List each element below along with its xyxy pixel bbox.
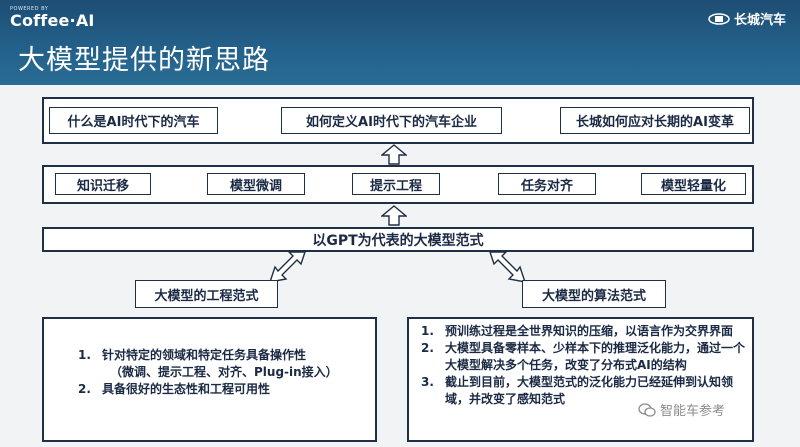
technique-alignment: 任务对齐 — [498, 173, 596, 195]
great-wall-logo: 长城汽车 — [708, 9, 786, 28]
technique-lightweight-model: 模型轻量化 — [641, 173, 746, 195]
up-arrow-icon — [381, 205, 407, 226]
coffee-ai-brand: Coffee·AI — [10, 11, 95, 30]
list-item: 1. 针对特定的领域和特定任务具备操作性 （微调、提示工程、对齐、Plug-in… — [78, 348, 338, 379]
diagonal-arrow-icon — [268, 251, 306, 283]
engineering-list: 1. 针对特定的领域和特定任务具备操作性 （微调、提示工程、对齐、Plug-in… — [78, 347, 368, 398]
algorithm-list: 1. 预训练过程是全世界知识的压缩，以语言作为交界界面 2. 大模型具备零样本、… — [421, 323, 747, 408]
company-logo-text: 长城汽车 — [733, 13, 786, 28]
algorithm-paradigm-title: 大模型的算法范式 — [522, 280, 666, 308]
up-arrow-icon — [381, 144, 407, 165]
powered-by-label: POWERED BY — [10, 6, 49, 12]
engineering-paradigm-panel: 1. 针对特定的领域和特定任务具备操作性 （微调、提示工程、对齐、Plug-in… — [42, 317, 377, 442]
question-box-ai-enterprise: 如何定义AI时代下的汽车企业 — [281, 107, 502, 134]
header-banner: POWERED BY Coffee·AI 长城汽车 大模型提供的新思路 — [0, 0, 800, 85]
technique-fine-tuning: 模型微调 — [207, 173, 305, 195]
list-item: 2. 具备很好的生态性和工程可用性 — [78, 382, 271, 396]
engineering-paradigm-title: 大模型的工程范式 — [135, 280, 278, 308]
algorithm-paradigm-panel: 1. 预训练过程是全世界知识的压缩，以语言作为交界界面 2. 大模型具备零样本、… — [407, 317, 754, 442]
question-box-ai-transformation: 长城如何应对长期的AI变革 — [560, 107, 750, 134]
wechat-icon — [638, 402, 656, 417]
diagonal-arrow-icon — [489, 251, 527, 283]
list-item: 2. 大模型具备零样本、少样本下的推理泛化能力，通过一个大模型解决多个任务，改变… — [421, 341, 746, 372]
technique-knowledge-transfer: 知识迁移 — [55, 173, 151, 195]
list-item: 3. 截止到目前，大模型范式的泛化能力已经延伸到认知领域，并改变了感知范式 — [421, 375, 734, 406]
gpt-paradigm-bar: 以GPT为代表的大模型范式 — [42, 227, 754, 252]
watermark: 智能车参考 — [638, 400, 725, 419]
great-wall-emblem-icon — [708, 12, 730, 25]
list-item: 1. 预训练过程是全世界知识的压缩，以语言作为交界界面 — [421, 324, 734, 338]
coffee-ai-logo: POWERED BY Coffee·AI — [10, 6, 95, 30]
technique-prompt-engineering: 提示工程 — [352, 173, 440, 195]
page-title: 大模型提供的新思路 — [18, 45, 270, 76]
watermark-text: 智能车参考 — [660, 404, 726, 419]
question-box-ai-car: 什么是AI时代下的汽车 — [49, 107, 218, 134]
